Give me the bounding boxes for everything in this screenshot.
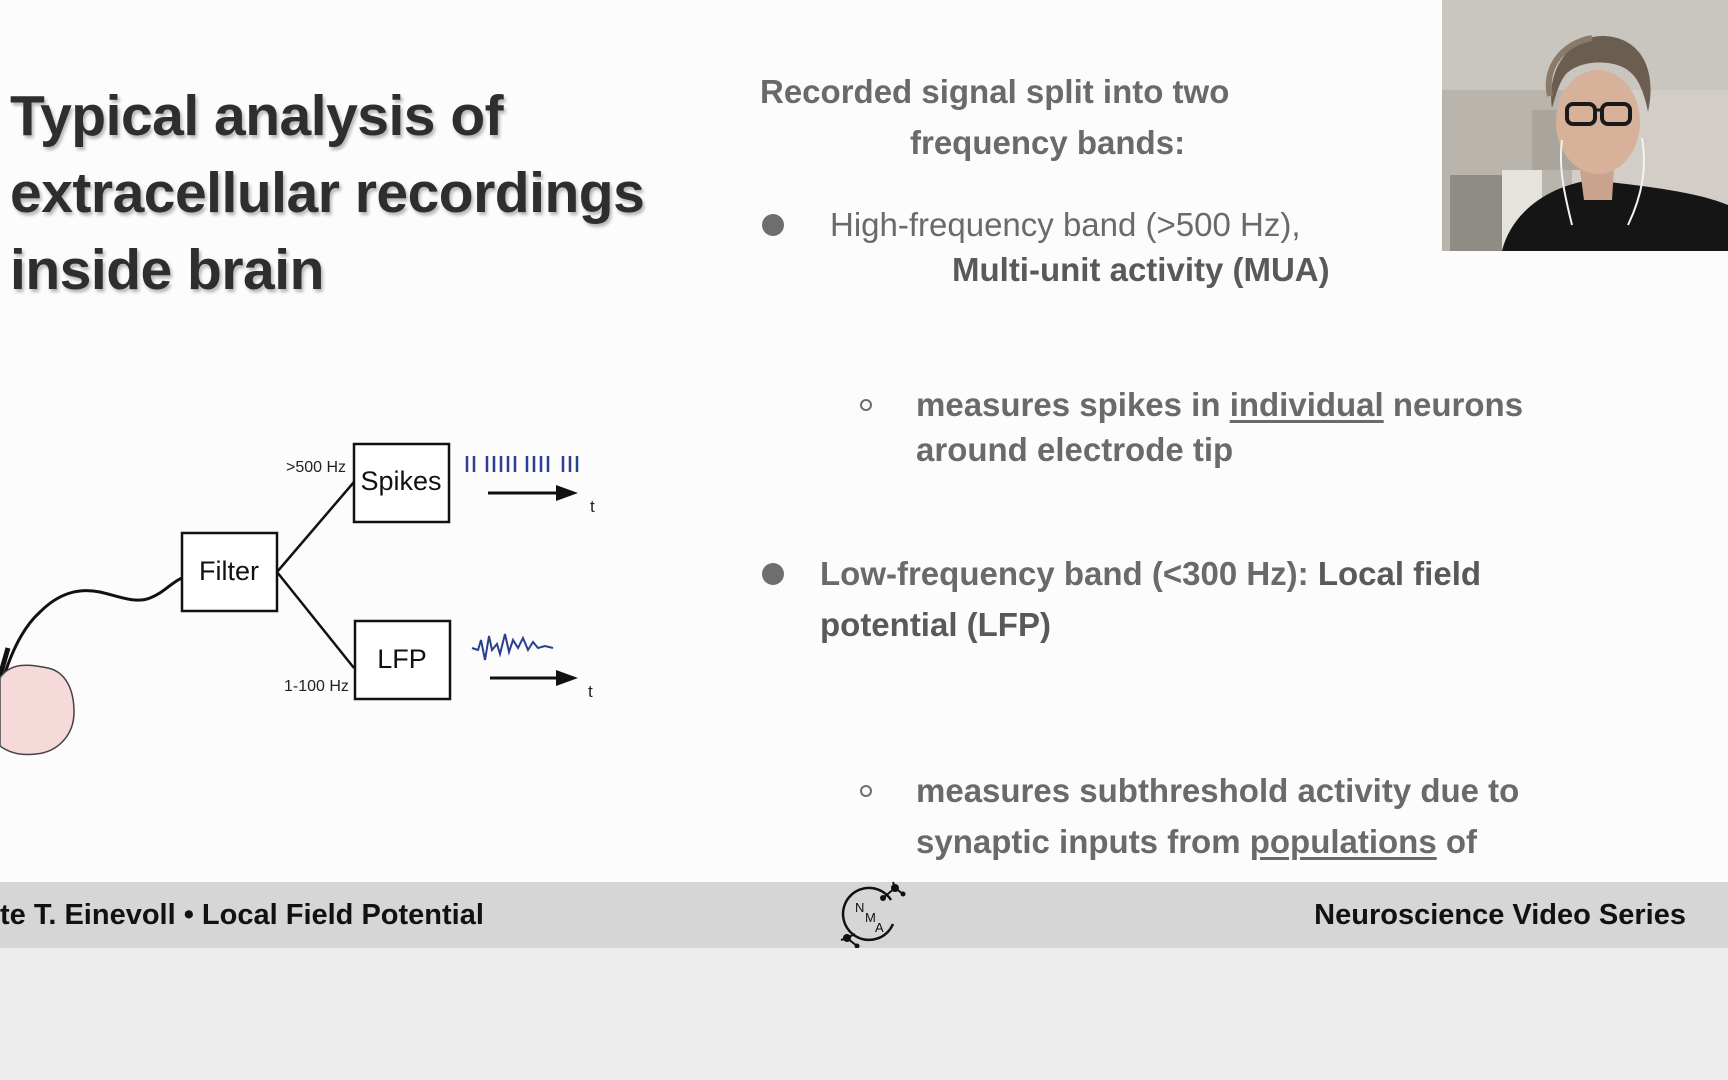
time-label-top: t xyxy=(590,497,595,516)
bullet-dot xyxy=(762,563,784,585)
nma-logo-icon: N M A xyxy=(840,881,906,949)
sub-bullet-text: of xyxy=(1436,823,1478,860)
bullet-high-frequency: High-frequency band (>500 Hz), Multi-uni… xyxy=(760,202,1560,292)
sub-bullet-line: synaptic inputs from populations of xyxy=(760,816,1560,867)
electrode-tip xyxy=(0,647,11,677)
bullet-line: Low-frequency band (<300 Hz): Local fiel… xyxy=(760,548,1560,599)
signal-filter-diagram: Filter Spikes LFP >500 Hz 1-100 Hz t t xyxy=(0,442,595,756)
time-arrow-bottom-head xyxy=(556,670,578,686)
sub-bullet-line: measures spikes in individual neurons xyxy=(760,382,1560,427)
sub-bullet-line: measures subthreshold activity due to xyxy=(916,772,1520,809)
time-label-bottom: t xyxy=(588,682,593,701)
sub-bullet-subthreshold: measures subthreshold activity due to sy… xyxy=(760,765,1560,882)
title-line: inside brain xyxy=(10,238,324,302)
footer-bar: te T. Einevoll • Local Field Potential N… xyxy=(0,882,1728,948)
high-freq-label: >500 Hz xyxy=(286,459,346,476)
lfp-trace xyxy=(471,633,554,661)
filter-label: Filter xyxy=(199,556,259,586)
slide-title: Typical analysis of extracellular record… xyxy=(10,78,730,309)
bullet-text: Low-frequency band (<300 Hz): xyxy=(820,555,1318,592)
logo-letter: M xyxy=(865,910,876,925)
branch-line-high xyxy=(276,481,355,573)
time-arrow-top-head xyxy=(556,485,578,501)
underlined-word: populations xyxy=(1249,823,1437,860)
lfp-box xyxy=(353,619,452,701)
sub-bullet-text: neurons xyxy=(1383,386,1524,423)
sub-bullet-circle xyxy=(860,785,872,797)
sub-bullet-text: synaptic inputs from xyxy=(916,823,1250,860)
webcam-video-feed[interactable] xyxy=(1442,0,1728,251)
lfp-label: LFP xyxy=(377,644,427,674)
bullet-low-frequency: Low-frequency band (<300 Hz): Local fiel… xyxy=(760,548,1560,650)
sub-bullet-line: neurons xyxy=(760,867,1560,882)
logo-letter: N xyxy=(855,900,864,915)
bullet-line: High-frequency band (>500 Hz), xyxy=(830,206,1301,243)
electrode-wire xyxy=(0,576,183,691)
low-freq-label: 1-100 Hz xyxy=(284,678,349,695)
intro-line-1: Recorded signal split into two xyxy=(760,73,1230,110)
underlined-word: individual xyxy=(1229,386,1384,423)
branch-line-low xyxy=(276,571,355,669)
logo-letter: A xyxy=(875,920,884,935)
bullet-dot xyxy=(762,214,784,236)
bullet-line: potential (LFP) xyxy=(820,606,1051,643)
title-line: extracellular recordings xyxy=(10,161,645,225)
filter-box xyxy=(180,531,279,613)
spike-train xyxy=(465,456,579,472)
footer-speaker-topic: te T. Einevoll • Local Field Potential xyxy=(0,899,484,931)
sub-bullet-spikes: measures spikes in individual neurons ar… xyxy=(760,382,1560,472)
neuron-body xyxy=(0,664,75,756)
bullet-text-bold: Local field xyxy=(1317,555,1482,592)
intro-line-2: frequency bands: xyxy=(910,124,1186,161)
sub-bullet-circle xyxy=(860,399,872,411)
slide: Typical analysis of extracellular record… xyxy=(0,0,1728,882)
sub-bullet-line: around electrode tip xyxy=(916,431,1234,468)
bullet-line: Multi-unit activity (MUA) xyxy=(952,251,1330,288)
footer-series-title: Neuroscience Video Series xyxy=(1314,899,1686,931)
letterbox-area xyxy=(0,948,1728,1080)
spikes-label: Spikes xyxy=(360,466,441,496)
title-line: Typical analysis of xyxy=(10,84,504,148)
intro-text: Recorded signal split into two frequency… xyxy=(760,66,1360,168)
presenter-portrait xyxy=(1442,0,1728,251)
spikes-box xyxy=(352,442,451,524)
sub-bullet-text: measures spikes in xyxy=(916,386,1230,423)
